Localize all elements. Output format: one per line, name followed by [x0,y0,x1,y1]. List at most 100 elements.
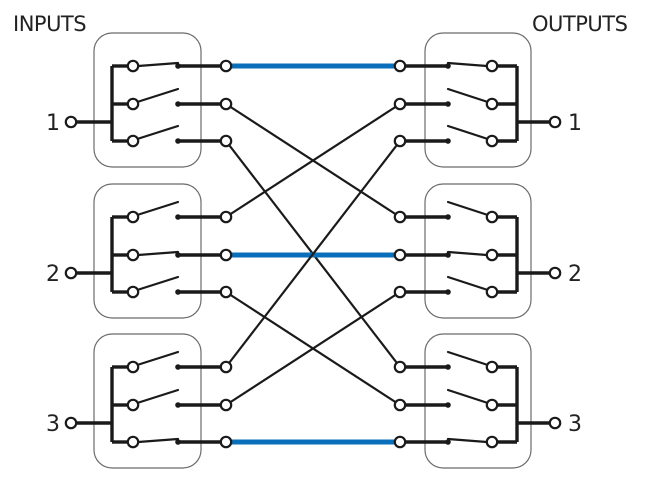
inputs-title: INPUTS [13,12,86,36]
contact-dot [445,63,451,69]
input-node [393,248,407,262]
contact-dot [175,214,181,220]
switch-pivot-node [485,285,499,299]
input-label: 1 [46,111,60,136]
module-enclosure [424,333,532,469]
contact-dot [175,63,181,69]
contact-dot [445,101,451,107]
connection-wire [225,291,401,406]
contact-dot [175,402,181,408]
contact-dot [175,364,181,370]
switch-pivot-node [485,435,499,449]
switch-arm-closed [137,437,180,444]
output-module-1: 1 [393,32,582,168]
contact-dot [175,101,181,107]
switch-pivot-node [126,248,140,262]
switch-arm-open [446,200,489,217]
input-terminal [64,115,78,129]
module-enclosure [93,183,202,319]
output-node [219,360,233,374]
switch-arm-open [136,200,180,217]
switch-arm-open [136,275,180,292]
input-label: 3 [46,412,60,437]
output-node [219,97,233,111]
input-module-3: 3 [46,333,233,469]
contact-dot [175,252,181,258]
connection-wire [225,103,401,218]
output-node [219,59,233,73]
switch-arm-closed [446,250,488,257]
output-terminal [548,266,562,280]
switch-pivot-node [126,210,140,224]
input-node [393,97,407,111]
contact-dot [175,289,181,295]
contact-dot [445,402,451,408]
contact-dot [175,439,181,445]
switch-pivot-node [126,435,140,449]
input-node [393,360,407,374]
switch-arm-open [136,350,180,367]
switch-pivot-node [126,59,140,73]
output-node [219,435,233,449]
module-enclosure [93,32,202,168]
input-node [393,285,407,299]
module-enclosure [424,32,532,168]
contact-dot [175,138,181,144]
switch-pivot-node [485,360,499,374]
connection-wire [225,140,401,368]
switch-arm-closed [446,437,488,444]
input-terminal [64,416,78,430]
output-node [219,398,233,412]
switch-arm-open [446,124,489,141]
switch-pivot-node [126,398,140,412]
switch-pivot-node [485,398,499,412]
switch-arm-open [446,350,489,367]
input-modules: 1 2 3 [46,32,233,469]
switch-pivot-node [126,360,140,374]
contact-dot [445,289,451,295]
switch-pivot-node [485,248,499,262]
contact-dot [445,252,451,258]
output-label: 1 [568,111,582,136]
switch-pivot-node [126,285,140,299]
input-node [393,398,407,412]
output-label: 3 [568,412,582,437]
switch-pivot-node [485,59,499,73]
input-module-2: 2 [46,183,233,319]
module-enclosure [93,333,202,469]
switch-arm-open [446,87,489,104]
switch-pivot-node [485,210,499,224]
input-node [393,210,407,224]
contact-dot [445,439,451,445]
input-node [393,59,407,73]
output-module-2: 2 [393,183,582,319]
switch-arm-open [446,275,489,292]
switch-arm-closed [446,61,488,68]
contact-dot [445,364,451,370]
output-terminal [548,115,562,129]
switch-arm-closed [137,250,180,257]
crossing-wires [225,63,401,445]
output-node [219,210,233,224]
output-node [219,134,233,148]
input-label: 2 [46,262,60,287]
output-node [219,248,233,262]
input-module-1: 1 [46,32,233,168]
switch-pivot-node [485,97,499,111]
output-node [219,285,233,299]
output-terminal [548,416,562,430]
module-enclosure [424,183,532,319]
input-node [393,134,407,148]
output-modules: 1 2 3 [393,32,582,469]
contact-dot [445,138,451,144]
switch-arm-open [136,87,180,104]
switch-pivot-node [126,134,140,148]
switch-pivot-node [485,134,499,148]
switch-arm-open [446,388,489,405]
contact-dot [445,214,451,220]
input-terminal [64,266,78,280]
switch-pivot-node [126,97,140,111]
switch-arm-closed [137,61,180,68]
outputs-title: OUTPUTS [532,12,628,36]
